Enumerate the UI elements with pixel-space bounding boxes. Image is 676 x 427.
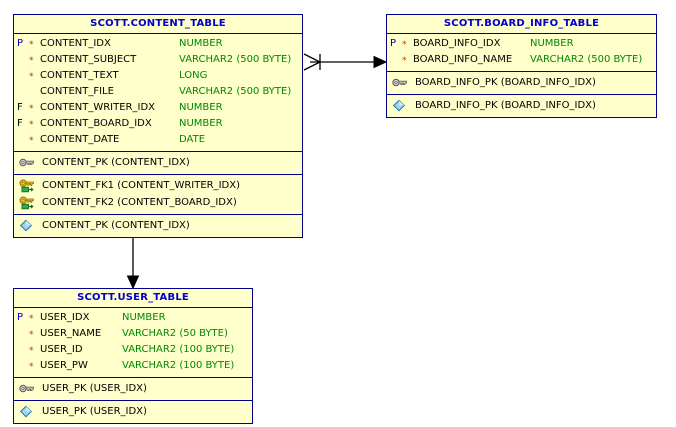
primary-key-marker: P <box>17 38 24 49</box>
column-section-user: P * USER_IDX NUMBER * USER_NAME VARCHAR2 (50 B… <box>14 308 252 378</box>
required-marker: * <box>29 56 34 66</box>
required-marker: * <box>29 362 34 372</box>
column-section-board-info: P * BOARD_INFO_IDX NUMBER * BOARD_INFO_NAME VA… <box>387 34 656 72</box>
constraint-label: USER_PK (USER_IDX) <box>42 406 147 417</box>
table-title-board-info: SCOTT.BOARD_INFO_TABLE <box>387 15 656 34</box>
column-datatype: NUMBER <box>179 102 223 113</box>
foreign-key-section-content: CONTENT_FK1 (CONTENT_WRITER_IDX) CONTENT_… <box>14 175 302 215</box>
column-name: USER_ID <box>40 344 83 355</box>
column-row[interactable]: * USER_ID VARCHAR2 (100 BYTE) <box>14 342 252 358</box>
column-row[interactable]: P * USER_IDX NUMBER <box>14 310 252 326</box>
table-user[interactable]: SCOTT.USER_TABLE P * USER_IDX NUMBER * USER_N… <box>13 288 253 424</box>
constraint-section-board-info: BOARD_INFO_PK (BOARD_INFO_IDX) <box>387 95 656 117</box>
constraint-row[interactable]: BOARD_INFO_PK (BOARD_INFO_IDX) <box>387 97 656 114</box>
primary-key-marker: P <box>17 312 24 323</box>
column-name: USER_NAME <box>40 328 102 339</box>
constraint-row[interactable]: USER_PK (USER_IDX) <box>14 380 252 397</box>
constraint-label: CONTENT_PK (CONTENT_IDX) <box>42 157 190 168</box>
foreign-key-icon <box>19 179 35 193</box>
required-marker: * <box>29 104 34 114</box>
constraint-row[interactable]: BOARD_INFO_PK (BOARD_INFO_IDX) <box>387 74 656 91</box>
primary-key-marker: P <box>390 38 397 49</box>
column-row[interactable]: * CONTENT_DATE DATE <box>14 132 302 148</box>
index-key-icon <box>392 76 408 89</box>
column-datatype: DATE <box>179 134 206 145</box>
column-datatype: NUMBER <box>122 312 166 323</box>
constraint-label: USER_PK (USER_IDX) <box>42 383 147 394</box>
index-key-icon <box>19 382 35 395</box>
column-datatype: NUMBER <box>179 38 223 49</box>
column-datatype: VARCHAR2 (100 BYTE) <box>122 344 235 355</box>
column-row[interactable]: * USER_NAME VARCHAR2 (50 BYTE) <box>14 326 252 342</box>
column-name: CONTENT_DATE <box>40 134 120 145</box>
required-marker: * <box>29 136 34 146</box>
foreign-key-marker: F <box>17 102 23 113</box>
constraint-diamond-icon <box>19 405 35 418</box>
required-marker: * <box>29 120 34 130</box>
column-name: BOARD_INFO_IDX <box>413 38 501 49</box>
constraint-diamond-icon <box>19 219 35 232</box>
constraint-row[interactable]: CONTENT_FK2 (CONTENT_BOARD_IDX) <box>14 194 302 211</box>
index-section-board-info: BOARD_INFO_PK (BOARD_INFO_IDX) <box>387 72 656 95</box>
column-datatype: VARCHAR2 (500 BYTE) <box>530 54 643 65</box>
constraint-row[interactable]: CONTENT_FK1 (CONTENT_WRITER_IDX) <box>14 177 302 194</box>
column-datatype: VARCHAR2 (50 BYTE) <box>122 328 228 339</box>
column-name: USER_PW <box>40 360 88 371</box>
column-name: BOARD_INFO_NAME <box>413 54 513 65</box>
constraint-label: BOARD_INFO_PK (BOARD_INFO_IDX) <box>415 77 596 88</box>
table-board-info[interactable]: SCOTT.BOARD_INFO_TABLE P * BOARD_INFO_IDX N… <box>386 14 657 118</box>
column-row[interactable]: P * CONTENT_IDX NUMBER <box>14 36 302 52</box>
constraint-row[interactable]: CONTENT_PK (CONTENT_IDX) <box>14 154 302 171</box>
constraint-label: CONTENT_PK (CONTENT_IDX) <box>42 220 190 231</box>
required-marker: * <box>402 56 407 66</box>
column-datatype: LONG <box>179 70 208 81</box>
column-row[interactable]: * USER_PW VARCHAR2 (100 BYTE) <box>14 358 252 374</box>
required-marker: * <box>29 314 34 324</box>
foreign-key-marker: F <box>17 118 23 129</box>
index-key-icon <box>19 156 35 169</box>
constraint-label: BOARD_INFO_PK (BOARD_INFO_IDX) <box>415 100 596 111</box>
required-marker: * <box>29 40 34 50</box>
column-name: CONTENT_FILE <box>40 86 114 97</box>
index-section-user: USER_PK (USER_IDX) <box>14 378 252 401</box>
column-row[interactable]: * CONTENT_SUBJECT VARCHAR2 (500 BYTE) <box>14 52 302 68</box>
constraint-section-user: USER_PK (USER_IDX) <box>14 401 252 423</box>
constraint-section-content: CONTENT_PK (CONTENT_IDX) <box>14 215 302 237</box>
column-datatype: NUMBER <box>179 118 223 129</box>
constraint-label: CONTENT_FK1 (CONTENT_WRITER_IDX) <box>42 180 241 191</box>
column-row[interactable]: P * BOARD_INFO_IDX NUMBER <box>387 36 656 52</box>
required-marker: * <box>29 330 34 340</box>
column-row[interactable]: F * CONTENT_BOARD_IDX NUMBER <box>14 116 302 132</box>
constraint-label: CONTENT_FK2 (CONTENT_BOARD_IDX) <box>42 197 237 208</box>
table-title-user: SCOTT.USER_TABLE <box>14 289 252 308</box>
required-marker: * <box>29 346 34 356</box>
column-row[interactable]: * BOARD_INFO_NAME VARCHAR2 (500 BYTE) <box>387 52 656 68</box>
column-name: CONTENT_IDX <box>40 38 111 49</box>
column-datatype: VARCHAR2 (500 BYTE) <box>179 86 292 97</box>
constraint-row[interactable]: USER_PK (USER_IDX) <box>14 403 252 420</box>
column-row[interactable]: F * CONTENT_WRITER_IDX NUMBER <box>14 100 302 116</box>
column-datatype: VARCHAR2 (500 BYTE) <box>179 54 292 65</box>
column-name: CONTENT_BOARD_IDX <box>40 118 152 129</box>
relationship-content-to-board <box>303 53 388 71</box>
column-row[interactable]: CONTENT_FILE VARCHAR2 (500 BYTE) <box>14 84 302 100</box>
required-marker: * <box>29 72 34 82</box>
table-title-content: SCOTT.CONTENT_TABLE <box>14 15 302 34</box>
column-row[interactable]: * CONTENT_TEXT LONG <box>14 68 302 84</box>
column-name: CONTENT_TEXT <box>40 70 119 81</box>
required-marker: * <box>402 40 407 50</box>
column-datatype: NUMBER <box>530 38 574 49</box>
constraint-row[interactable]: CONTENT_PK (CONTENT_IDX) <box>14 217 302 234</box>
foreign-key-icon <box>19 196 35 210</box>
index-section-content: CONTENT_PK (CONTENT_IDX) <box>14 152 302 175</box>
column-name: CONTENT_SUBJECT <box>40 54 137 65</box>
column-datatype: VARCHAR2 (100 BYTE) <box>122 360 235 371</box>
table-content[interactable]: SCOTT.CONTENT_TABLE P * CONTENT_IDX NUMBER *… <box>13 14 303 238</box>
column-name: USER_IDX <box>40 312 90 323</box>
column-name: CONTENT_WRITER_IDX <box>40 102 156 113</box>
column-section-content: P * CONTENT_IDX NUMBER * CONTENT_SUBJECT VARCH… <box>14 34 302 152</box>
constraint-diamond-icon <box>392 99 408 112</box>
